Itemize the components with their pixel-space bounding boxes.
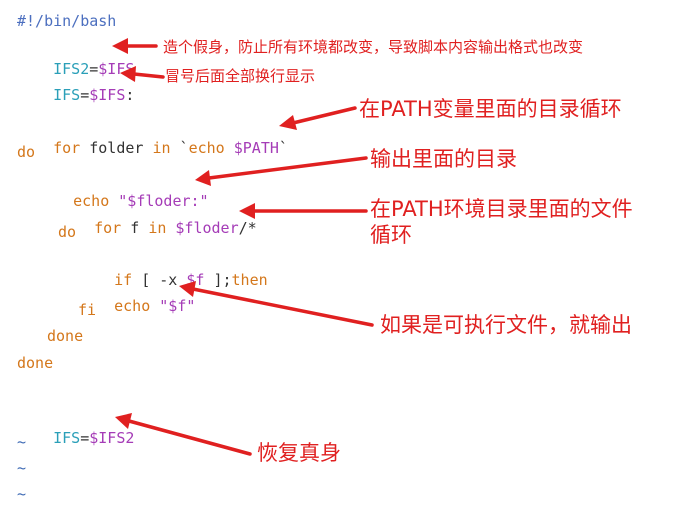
inner-done-line: done bbox=[47, 327, 84, 345]
shebang-line: #!/bin/bash bbox=[17, 12, 117, 30]
empty-line-tilde: ~ bbox=[17, 433, 27, 451]
echo-folder-line: echo "$floder:" bbox=[73, 192, 209, 210]
annotation-file-loop: 在PATH环境目录里面的文件 bbox=[370, 197, 633, 221]
annotation-fake-body: 造个假身，防止所有环境都改变，导致脚本内容输出格式也改变 bbox=[163, 38, 584, 56]
fi-line: fi bbox=[78, 301, 97, 319]
outer-done-line: done bbox=[17, 354, 54, 372]
annotation-colon-newline: 冒号后面全部换行显示 bbox=[165, 67, 316, 85]
arrow-icon bbox=[239, 203, 368, 219]
inner-do-line: do bbox=[58, 223, 77, 241]
arrow-icon bbox=[115, 413, 252, 456]
arrow-icon bbox=[179, 281, 374, 327]
empty-line-tilde: ~ bbox=[17, 485, 27, 503]
arrow-icon bbox=[195, 156, 368, 186]
annotation-file-loop-continued: 循环 bbox=[370, 223, 412, 247]
ifs-restore-line: IFS=$IFS2 bbox=[53, 429, 135, 447]
for-folder-line: for folder in `echo $PATH` bbox=[53, 139, 288, 157]
annotation-restore: 恢复真身 bbox=[257, 441, 341, 465]
annotation-print-dir: 输出里面的目录 bbox=[370, 147, 517, 171]
do-line: do bbox=[17, 143, 36, 161]
annotation-exec-print: 如果是可执行文件，就输出 bbox=[380, 313, 632, 337]
annotation-path-loop: 在PATH变量里面的目录循环 bbox=[359, 97, 622, 121]
arrow-icon bbox=[279, 106, 357, 130]
arrow-icon bbox=[112, 38, 158, 54]
ifs-assignment-line: IFS=$IFS: bbox=[53, 86, 135, 104]
arrow-icon bbox=[120, 66, 165, 82]
for-file-line: for f in $floder/* bbox=[94, 219, 257, 237]
empty-line-tilde: ~ bbox=[17, 459, 27, 477]
echo-file-line: echo "$f" bbox=[114, 297, 196, 315]
if-executable-line: if [ -x $f ];then bbox=[114, 271, 268, 289]
